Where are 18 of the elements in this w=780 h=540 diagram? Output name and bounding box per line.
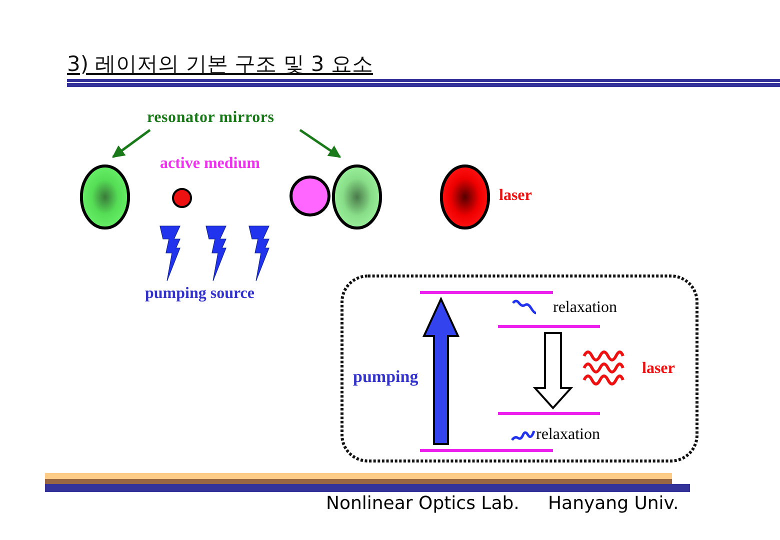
active-medium-circle bbox=[171, 187, 193, 209]
mirror-ellipse bbox=[331, 163, 383, 231]
part-label: pumping source bbox=[145, 285, 255, 303]
process-label: relaxation bbox=[553, 299, 617, 317]
part-label: laser bbox=[499, 187, 532, 205]
slide-title: 3) 레이저의 기본 구조 및 3 요소 bbox=[67, 51, 373, 78]
process-label: pumping bbox=[353, 367, 418, 387]
footer-text: Nonlinear Optics Lab. bbox=[326, 493, 520, 514]
arrow bbox=[112, 128, 151, 158]
mirror-ellipse bbox=[79, 163, 131, 231]
active-medium-circle bbox=[288, 174, 332, 218]
footer-text: Hanyang Univ. bbox=[548, 493, 679, 514]
part-label: active medium bbox=[160, 155, 260, 173]
process-label: laser bbox=[642, 360, 675, 378]
arrow bbox=[299, 128, 342, 158]
laser-beam-ellipse bbox=[439, 163, 491, 231]
callout-label: resonator mirrors bbox=[147, 109, 301, 129]
process-label: relaxation bbox=[536, 426, 600, 444]
